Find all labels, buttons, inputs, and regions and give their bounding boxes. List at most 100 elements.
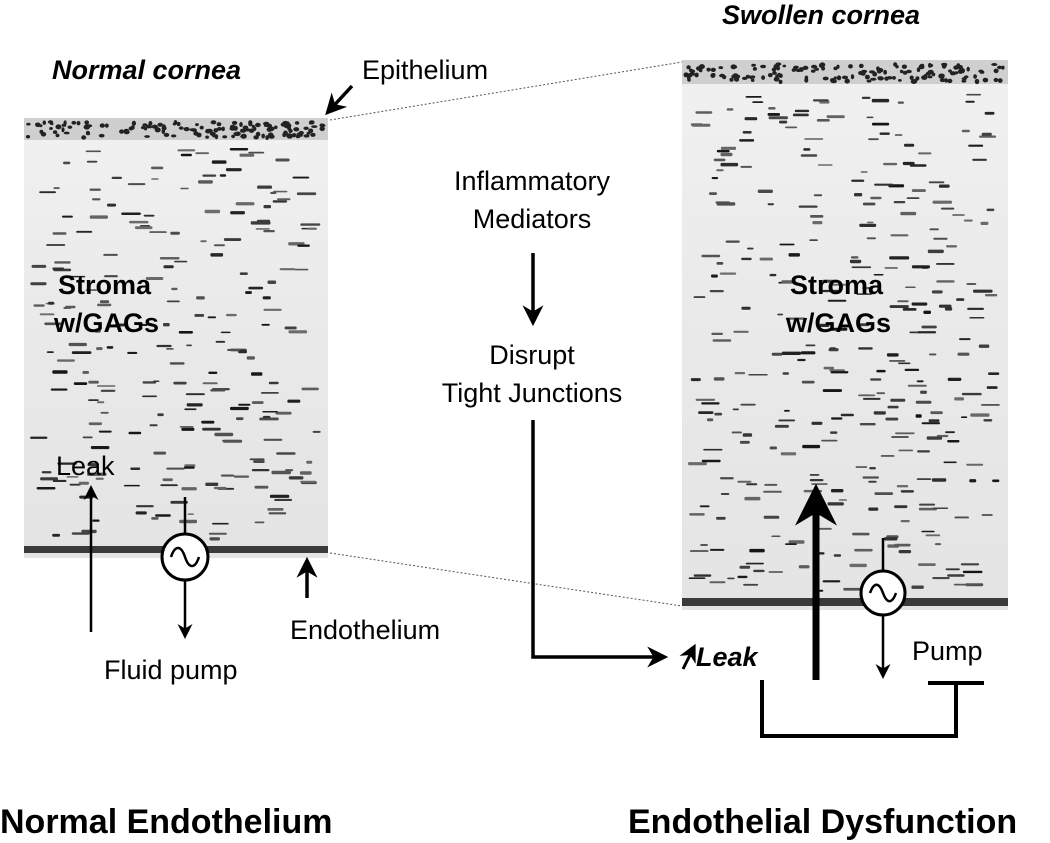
stroma-keratocyte-mark <box>733 330 749 333</box>
stroma-keratocyte-mark <box>689 513 705 516</box>
epithelial-cell-nucleus <box>925 71 932 76</box>
stroma-keratocyte-mark <box>798 565 810 569</box>
epithelial-cell-nucleus <box>777 72 781 78</box>
epithelial-cell-nucleus <box>25 135 31 139</box>
epithelial-cell-nucleus <box>176 121 181 127</box>
stroma-keratocyte-mark <box>703 448 723 451</box>
stroma-keratocyte-mark <box>889 256 910 260</box>
stroma-keratocyte-mark <box>822 279 839 283</box>
stroma-keratocyte-mark <box>44 322 62 326</box>
epithelial-cell-nucleus <box>931 72 936 77</box>
stroma-keratocyte-mark <box>874 492 894 495</box>
stroma-keratocyte-mark <box>873 411 886 415</box>
stroma-keratocyte-mark <box>931 290 943 294</box>
stroma-keratocyte-mark <box>82 436 93 439</box>
stroma-keratocyte-mark <box>771 352 783 356</box>
stroma-keratocyte-mark <box>292 176 310 179</box>
stroma-keratocyte-mark <box>906 197 920 199</box>
stroma-keratocyte-mark <box>262 411 278 413</box>
epithelial-cell-nucleus <box>974 78 980 85</box>
stroma-keratocyte-mark <box>268 512 287 515</box>
epithelial-cell-nucleus <box>119 129 125 134</box>
stroma-keratocyte-mark <box>81 529 97 534</box>
stroma-keratocyte-mark <box>788 540 805 544</box>
stroma-keratocyte-mark <box>213 244 225 247</box>
epithelial-cell-nucleus <box>292 133 297 138</box>
stroma-keratocyte-mark <box>716 169 724 172</box>
stroma-keratocyte-mark <box>860 171 868 173</box>
stroma-keratocyte-mark <box>811 483 828 485</box>
stroma-keratocyte-mark <box>235 202 255 206</box>
stroma-keratocyte-mark <box>39 313 55 316</box>
stroma-keratocyte-mark <box>731 431 742 434</box>
stroma-keratocyte-mark <box>716 516 726 520</box>
stroma-keratocyte-mark <box>82 371 89 374</box>
epithelial-cell-nucleus <box>901 64 908 69</box>
epithelial-cell-nucleus <box>948 69 952 73</box>
epithelial-cell-nucleus <box>961 77 967 81</box>
stroma-keratocyte-mark <box>894 543 911 547</box>
epithelial-cell-nucleus <box>248 121 253 127</box>
stroma-keratocyte-mark <box>267 508 284 511</box>
stroma-keratocyte-mark <box>767 203 774 206</box>
epithelial-cell-nucleus <box>195 123 199 127</box>
stroma-keratocyte-mark <box>732 408 739 411</box>
stroma-keratocyte-mark <box>739 139 755 142</box>
stroma-keratocyte-mark <box>233 475 250 478</box>
endothelium-label: Endothelium <box>290 615 441 645</box>
stroma-keratocyte-mark <box>909 331 920 334</box>
stroma-keratocyte-mark <box>88 399 99 401</box>
stroma-keratocyte-mark <box>866 116 874 119</box>
epithelial-cell-nucleus <box>67 125 73 129</box>
stroma-keratocyte-mark <box>121 212 141 215</box>
stroma-keratocyte-mark <box>915 400 932 404</box>
swollen-pump-sine-icon <box>868 583 898 603</box>
epithelial-cell-nucleus <box>858 63 864 69</box>
epithelial-cell-nucleus <box>242 125 249 130</box>
stroma-keratocyte-mark <box>803 148 811 151</box>
stroma-keratocyte-mark <box>895 432 915 435</box>
stroma-keratocyte-mark <box>809 479 824 482</box>
stroma-keratocyte-mark <box>186 344 193 347</box>
stroma-keratocyte-mark <box>163 265 174 269</box>
stroma-keratocyte-mark <box>747 247 754 250</box>
stroma-keratocyte-mark <box>107 203 117 207</box>
epithelial-cell-nucleus <box>148 121 153 126</box>
disrupt-to-leak-arrow <box>531 420 669 668</box>
stroma-keratocyte-mark <box>139 323 148 326</box>
stroma-keratocyte-mark <box>183 466 195 469</box>
stroma-keratocyte-mark <box>205 482 219 486</box>
stroma-keratocyte-mark <box>184 408 197 411</box>
stroma-keratocyte-mark <box>56 359 75 362</box>
stroma-keratocyte-mark <box>894 505 908 509</box>
stroma-keratocyte-mark <box>230 406 249 411</box>
stroma-keratocyte-mark <box>904 143 915 147</box>
stroma-keratocyte-mark <box>85 289 98 291</box>
stroma-keratocyte-mark <box>254 485 269 489</box>
stroma-keratocyte-mark <box>149 231 167 233</box>
stroma-keratocyte-mark <box>727 577 735 580</box>
stroma-keratocyte-mark <box>693 574 712 577</box>
stroma-keratocyte-mark <box>195 152 210 155</box>
epithelial-cell-nucleus <box>266 127 273 132</box>
stroma-keratocyte-mark <box>207 316 217 319</box>
epithelial-cell-nucleus <box>961 79 967 83</box>
stroma-keratocyte-mark <box>36 487 56 490</box>
stroma-keratocyte-mark <box>136 505 154 508</box>
stroma-keratocyte-mark <box>297 244 310 247</box>
stroma-keratocyte-mark <box>248 286 264 290</box>
stroma-keratocyte-mark <box>823 366 835 370</box>
stroma-keratocyte-mark <box>781 351 801 355</box>
stroma-keratocyte-mark <box>959 338 971 341</box>
stroma-keratocyte-mark <box>938 184 950 188</box>
stroma-keratocyte-mark <box>980 221 989 225</box>
stroma-keratocyte-mark <box>917 450 930 453</box>
stroma-keratocyte-mark <box>50 388 68 391</box>
stroma-keratocyte-mark <box>103 253 118 256</box>
epithelial-cell-nucleus <box>183 127 190 132</box>
epithelial-cell-nucleus <box>209 131 216 136</box>
stroma-keratocyte-mark <box>142 381 157 384</box>
stroma-keratocyte-mark <box>741 257 752 261</box>
stroma-keratocyte-mark <box>720 162 739 167</box>
stroma-keratocyte-mark <box>114 323 127 327</box>
